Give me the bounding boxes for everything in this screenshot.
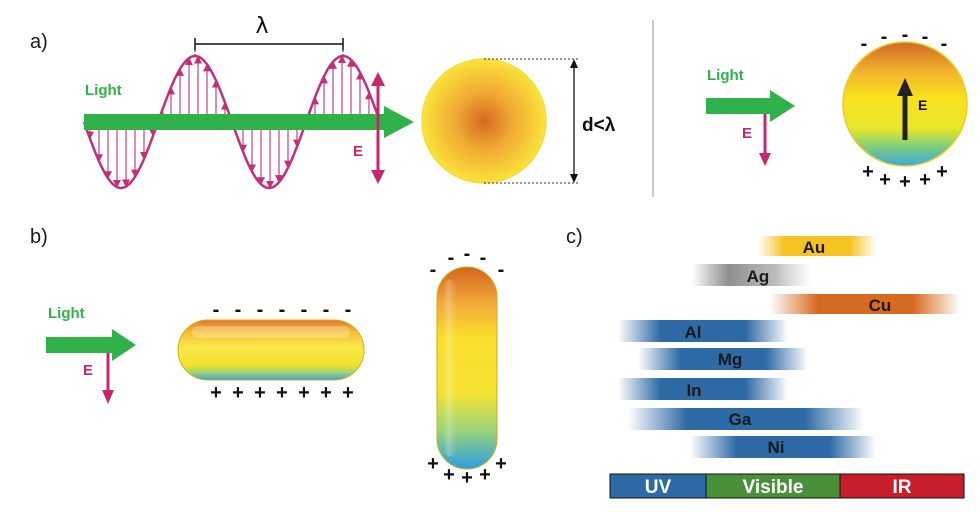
dipole-e-label: E: [742, 125, 752, 142]
negative-charge: -: [279, 299, 286, 321]
negative-charge: -: [498, 259, 505, 281]
panel-c-label: c): [566, 226, 583, 248]
negative-charge: -: [257, 299, 264, 321]
positive-charge: +: [232, 382, 244, 404]
positive-charge: +: [495, 453, 507, 475]
metal-label-ni: Ni: [768, 438, 785, 457]
metal-bar-ni: Ni: [690, 436, 876, 458]
negative-charge: -: [941, 33, 948, 55]
negative-charge: -: [430, 259, 437, 281]
light-label: Light: [85, 82, 122, 99]
wavelength-symbol: λ: [255, 14, 268, 39]
negative-charge: -: [861, 33, 868, 55]
light-arrow: [84, 106, 414, 138]
positive-charge: +: [879, 169, 891, 191]
positive-charge: +: [899, 171, 911, 193]
positive-charge: +: [276, 382, 288, 404]
panel-a-label: a): [30, 31, 48, 53]
vertical-nanorod: [437, 267, 497, 469]
metal-bar-mg: Mg: [638, 348, 808, 370]
dipole-light-label: Light: [707, 67, 744, 84]
metal-label-ga: Ga: [729, 410, 752, 429]
negative-charge: -: [480, 247, 487, 269]
negative-charge: -: [464, 243, 471, 265]
negative-charge: -: [213, 299, 220, 321]
positive-charge: +: [443, 464, 455, 486]
e-label: E: [353, 143, 363, 160]
metal-bar-cu: Cu: [770, 294, 960, 315]
metal-bar-ga: Ga: [628, 408, 864, 430]
metal-label-al: Al: [685, 323, 702, 342]
metal-label-ag: Ag: [747, 267, 770, 286]
nanoparticle-sphere: [422, 59, 546, 183]
horizontal-nanorod: [178, 320, 364, 380]
positive-charge: +: [479, 464, 491, 486]
negative-charge: -: [235, 299, 242, 321]
dipole-inner-e-label: E: [918, 97, 927, 113]
positive-charge: +: [461, 467, 473, 489]
positive-charge: +: [210, 382, 222, 404]
horizontal-rod-negative-charges: -------: [213, 299, 352, 321]
rod-e-label: E: [83, 362, 93, 379]
spectrum-label-uv: UV: [645, 477, 672, 498]
metal-label-cu: Cu: [869, 296, 892, 315]
negative-charge: -: [881, 26, 888, 48]
positive-charge: +: [427, 453, 439, 475]
positive-charge: +: [919, 169, 931, 191]
positive-charge: +: [320, 382, 332, 404]
metal-bar-al: Al: [618, 320, 788, 342]
metal-bar-in: In: [618, 378, 788, 400]
positive-charge: +: [342, 382, 354, 404]
negative-charge: -: [301, 299, 308, 321]
panel-b-label: b): [30, 226, 48, 248]
negative-charge: -: [902, 24, 909, 46]
negative-charge: -: [345, 299, 352, 321]
metal-label-mg: Mg: [718, 350, 743, 369]
spectrum-label-visible: Visible: [743, 477, 804, 498]
negative-charge: -: [922, 26, 929, 48]
negative-charge: -: [323, 299, 330, 321]
metal-label-au: Au: [803, 238, 826, 257]
negative-charge: -: [448, 247, 455, 269]
size-label: d<λ: [582, 115, 616, 136]
positive-charge: +: [936, 161, 948, 183]
spectrum-scale: UV Visible IR: [610, 474, 964, 498]
spectrum-label-ir: IR: [893, 477, 912, 498]
horizontal-rod-positive-charges: + + + + + + +: [210, 382, 354, 404]
positive-charge: +: [298, 382, 310, 404]
metal-bar-ag: Ag: [692, 264, 812, 286]
dipole-e-arrow: [759, 114, 771, 166]
metal-label-in: In: [686, 381, 701, 400]
positive-charge: +: [254, 382, 266, 404]
positive-charge: +: [862, 161, 874, 183]
wavelength-marker: [195, 38, 343, 58]
metal-bar-au: Au: [758, 236, 876, 257]
rod-light-arrow: [46, 329, 136, 361]
dipole-light-arrow: [706, 90, 795, 122]
rod-light-label: Light: [48, 305, 85, 322]
